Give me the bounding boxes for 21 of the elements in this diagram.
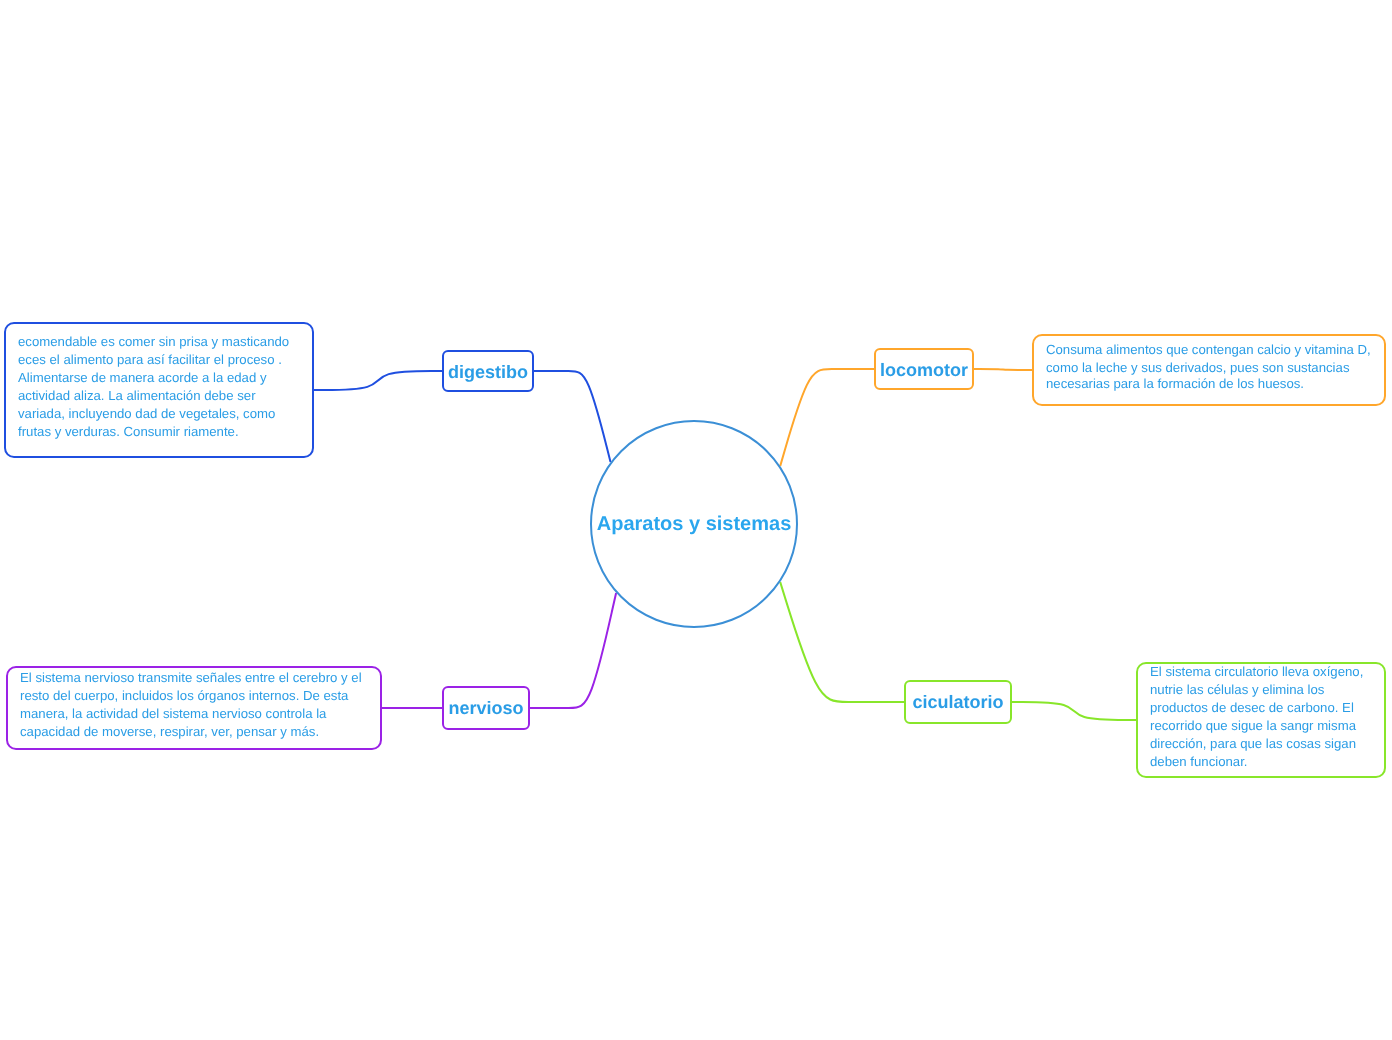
topic-box bbox=[904, 680, 1012, 724]
topic-label: nervioso bbox=[448, 698, 524, 718]
connector-line bbox=[381, 707, 443, 709]
connector-line bbox=[529, 591, 618, 709]
topic-label: locomotor bbox=[880, 359, 968, 379]
topic-box bbox=[442, 350, 534, 392]
note-box bbox=[6, 666, 382, 750]
topic-box bbox=[442, 686, 530, 730]
note-box bbox=[1136, 662, 1386, 778]
topic-label: digestibo bbox=[448, 361, 528, 381]
connector-line bbox=[533, 370, 612, 463]
topic-title: Aparatos y sistemas bbox=[596, 513, 792, 535]
note-box bbox=[4, 322, 314, 458]
connector-line bbox=[973, 368, 1033, 371]
topic-label: ciculatorio bbox=[912, 692, 1004, 712]
topic-box bbox=[874, 348, 974, 390]
connector-line bbox=[1011, 701, 1137, 721]
connector-line bbox=[779, 368, 875, 467]
connector-line bbox=[779, 581, 905, 703]
note-box bbox=[1032, 334, 1386, 406]
connector-line bbox=[313, 370, 443, 391]
